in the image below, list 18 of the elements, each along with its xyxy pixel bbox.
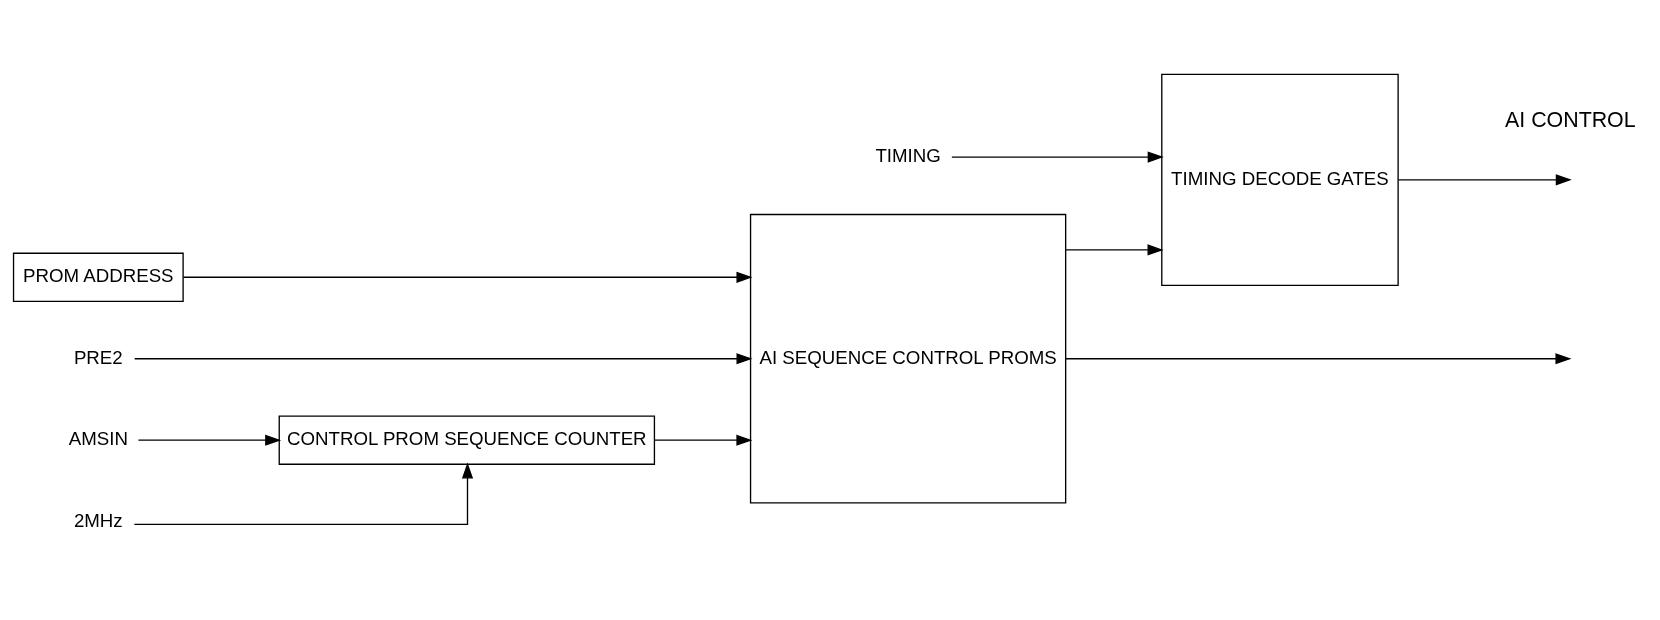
arrow (137, 434, 282, 446)
arrow (182, 271, 753, 283)
arrow (133, 462, 474, 525)
arrow (653, 434, 753, 446)
arrow (1397, 174, 1572, 186)
node-text: TIMING (875, 145, 941, 167)
node-box: PROM ADDRESS (12, 252, 184, 302)
arrow (1065, 244, 1164, 256)
node-text: PRE2 (73, 346, 123, 368)
node-box: TIMING DECODE GATES (1161, 73, 1399, 286)
arrow (134, 353, 753, 365)
node-text: AMSIN (68, 428, 128, 450)
arrow (951, 151, 1164, 163)
arrow (1065, 353, 1572, 365)
node-text: 2MHz (73, 509, 123, 531)
node-box: CONTROL PROM SEQUENCE COUNTER (278, 415, 656, 465)
node-box: AI SEQUENCE CONTROL PROMS (749, 213, 1067, 504)
label: AI CONTROL (1505, 108, 1636, 133)
